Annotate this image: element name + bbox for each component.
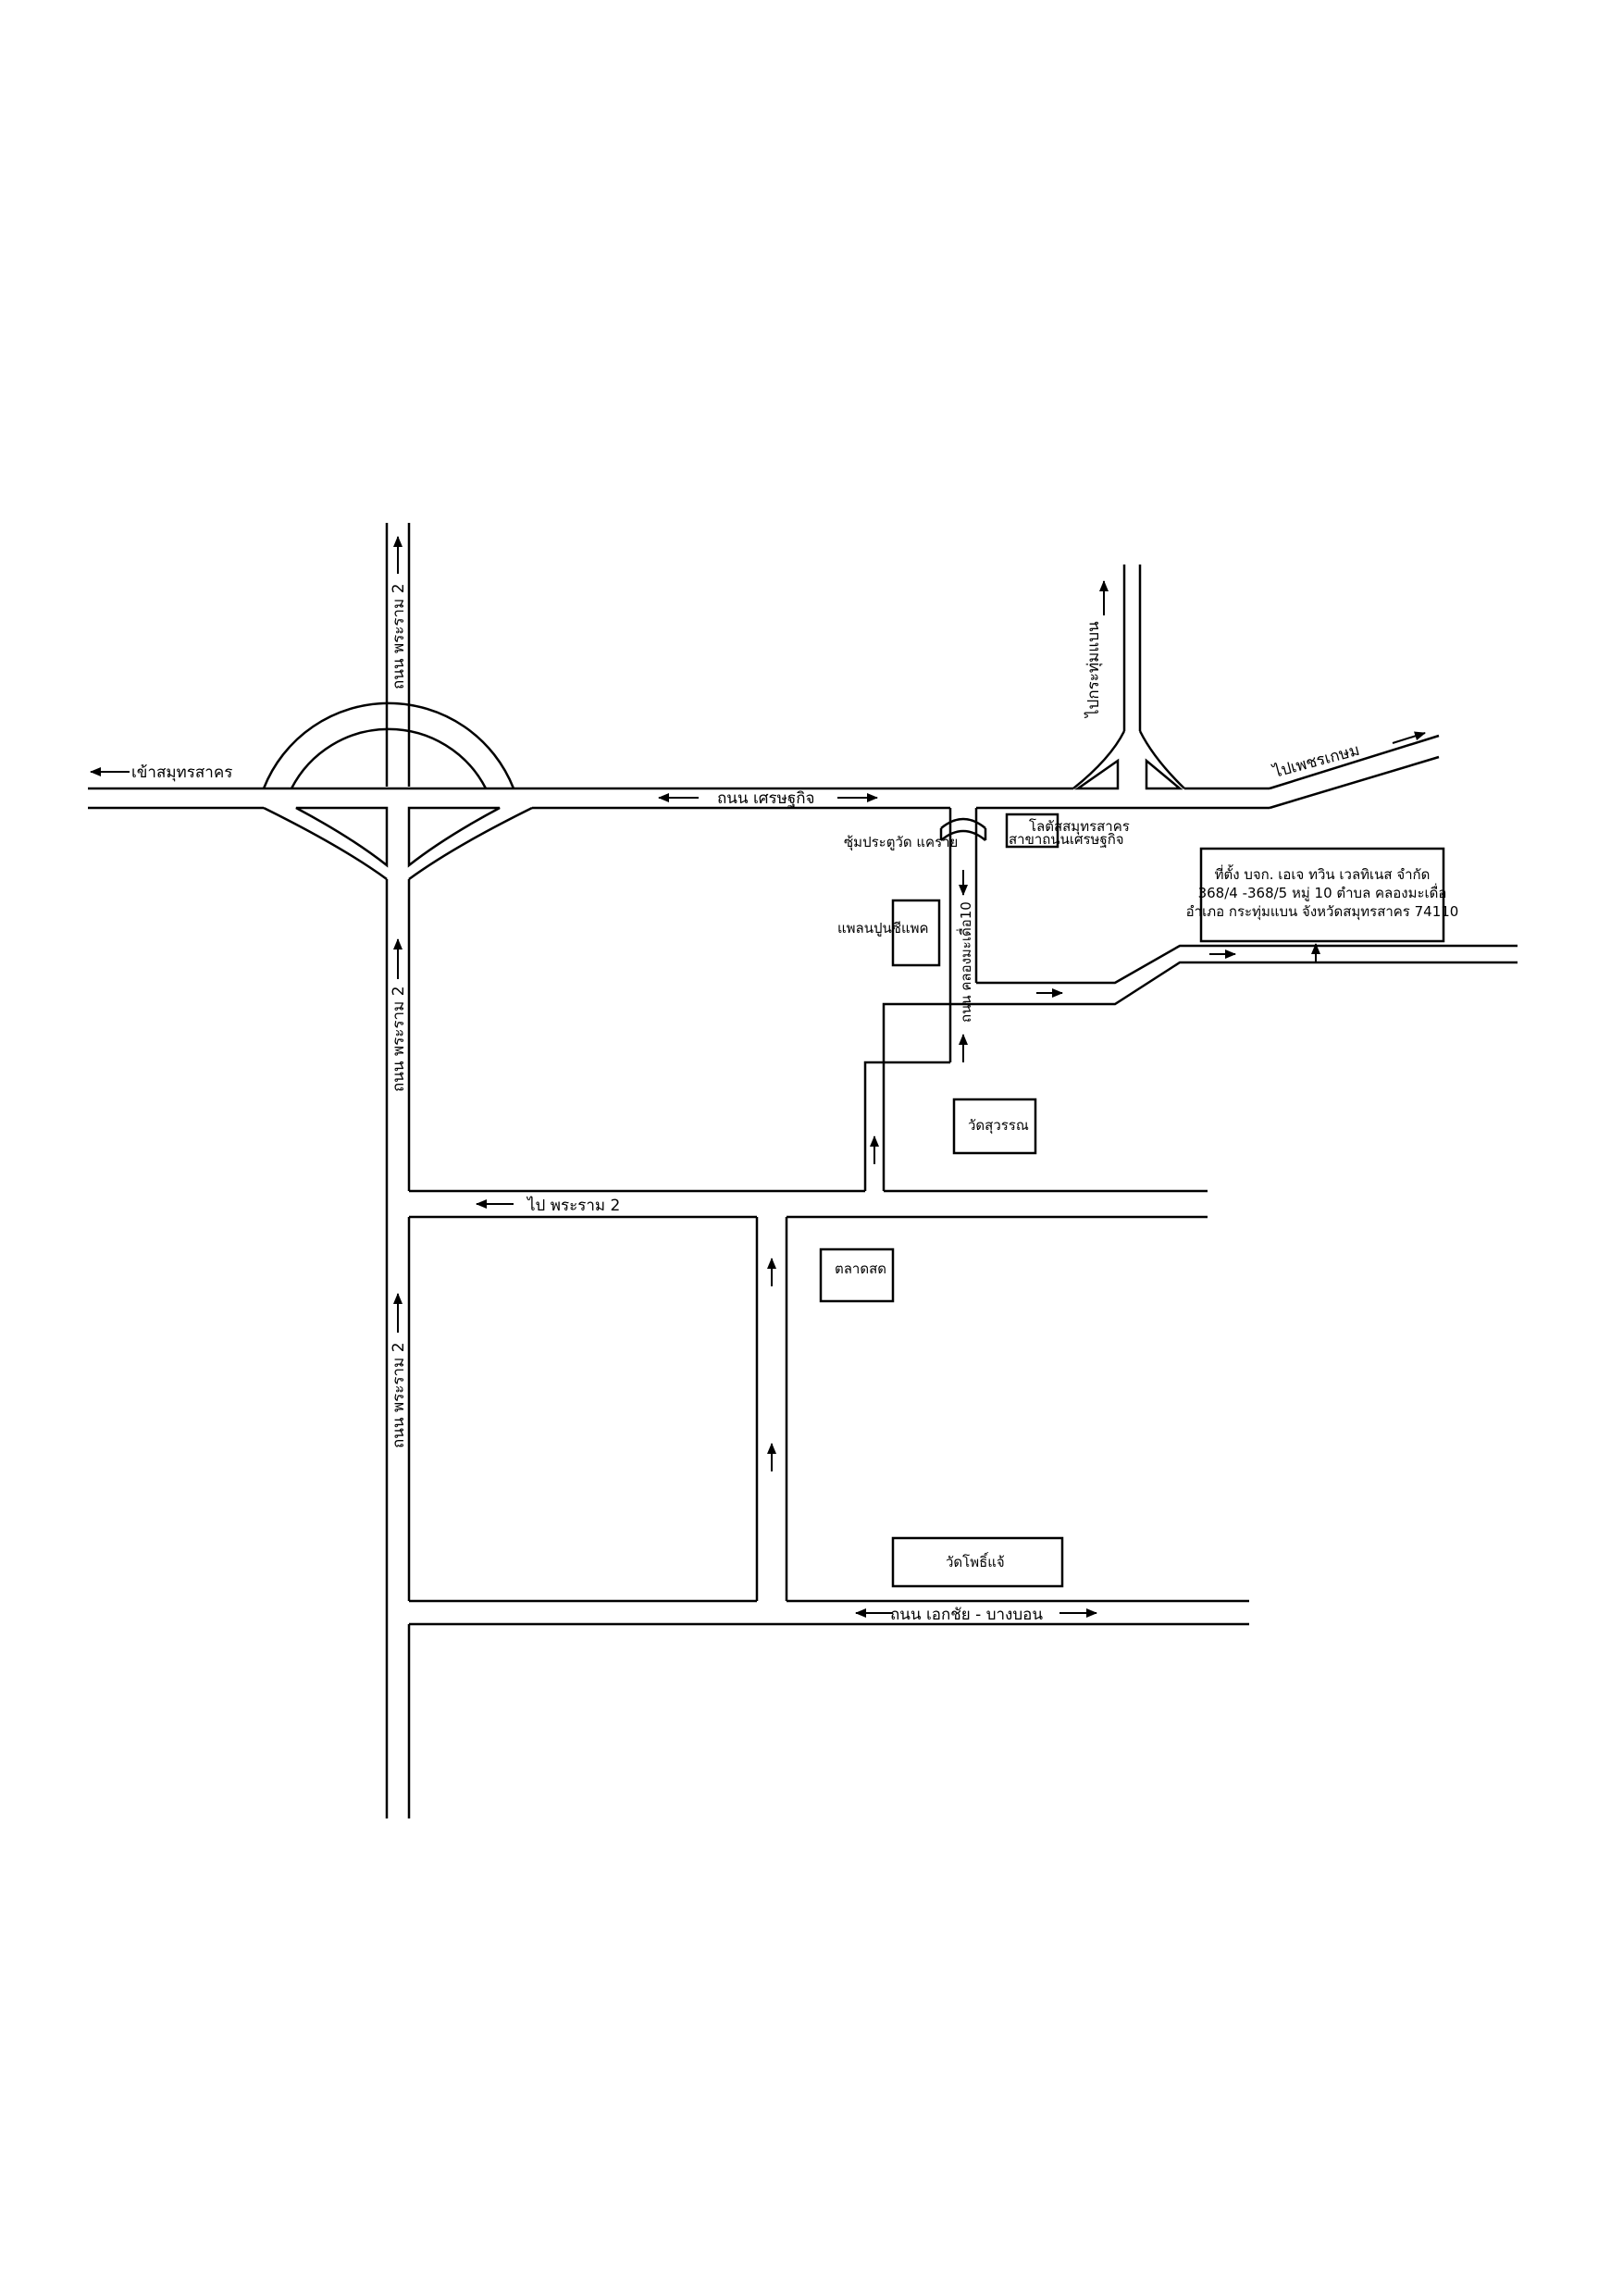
interchange-ramp: [295, 806, 389, 868]
direction-arrows: [90, 536, 1426, 1618]
rama2-label: ถนน พระราม 2: [390, 986, 408, 1092]
wat-suwan-box: [952, 1098, 1037, 1155]
lotus-label: สาขาถนนเศรษฐกิจ: [1009, 831, 1124, 848]
krathum-baen-island: [1074, 758, 1120, 790]
khlong-maduea-label: ถนน คลองมะเดื่อ10: [956, 901, 974, 1023]
wat-pho-box: [891, 1536, 1064, 1588]
lotus-box: [1005, 813, 1059, 849]
krathum-baen-island: [1145, 758, 1183, 790]
khlong-maduea-road: [863, 1061, 950, 1191]
setthakit-label: ถนน เศรษฐกิจ: [717, 789, 815, 808]
to-samut-sakhon-label: เข้าสมุทรสาคร: [131, 763, 232, 782]
market-label: ตลาดสด: [835, 1260, 886, 1277]
rama2-label: ถนน พระราม 2: [390, 1342, 408, 1448]
company-address-line: ที่ตั้ง บจก. เอเจ ทวิน เวลทิเนส จำกัด: [1215, 864, 1431, 883]
company-access-road: [976, 944, 1518, 985]
company-address-line: 368/4 -368/5 หมู่ 10 ตำบล คลองมะเดื่อ: [1198, 883, 1447, 901]
krathum-baen-road: [1138, 730, 1185, 789]
cpac-box: [891, 899, 941, 967]
interchange-loop: [262, 701, 515, 789]
khlong-maduea-road: [882, 1002, 976, 1191]
interchange-ramp: [408, 806, 533, 881]
company-address-line: อำเภอ กระทุ่มแบน จังหวัดสมุทรสาคร 74110: [1186, 903, 1459, 921]
wat-suwan-label: วัดสุวรรณ: [968, 1117, 1029, 1135]
market-box: [819, 1247, 895, 1303]
lotus-label: โลตัสสมุทรสาคร: [1029, 818, 1130, 836]
company-box: [1199, 847, 1445, 943]
interchange-loop: [290, 727, 488, 789]
soi-gate-label: ซุ้มประตูวัด แคราย: [844, 834, 958, 851]
wat-pho-label: วัดโพธิ์แจ้: [946, 1552, 1005, 1570]
interchange-ramp: [407, 806, 501, 868]
soi-gate-arch: [940, 829, 986, 841]
arrow-right-icon: [1392, 731, 1426, 744]
to-rama2-label: ไป พระราม 2: [526, 1196, 620, 1215]
company-access-road: [976, 961, 1518, 1006]
interchange-ramp: [263, 806, 388, 881]
phetkasem-road: [1269, 734, 1440, 790]
to-krathum-baen-label: ไปกระทุ่มแบน: [1084, 621, 1103, 719]
to-phetkasem-label: ไปเพชรเกษม: [1270, 740, 1362, 783]
ekachai-bangbon-label: ถนน เอกชัย - บางบอน: [890, 1606, 1043, 1624]
soi-gate-arch: [940, 817, 986, 829]
road-network: [88, 523, 1518, 1818]
phetkasem-road: [1269, 755, 1440, 810]
rama2-label: ถนน พระราม 2: [390, 583, 408, 689]
cpac-label: แพลนปูนซีแพค: [837, 920, 929, 937]
krathum-baen-road: [1072, 730, 1126, 789]
